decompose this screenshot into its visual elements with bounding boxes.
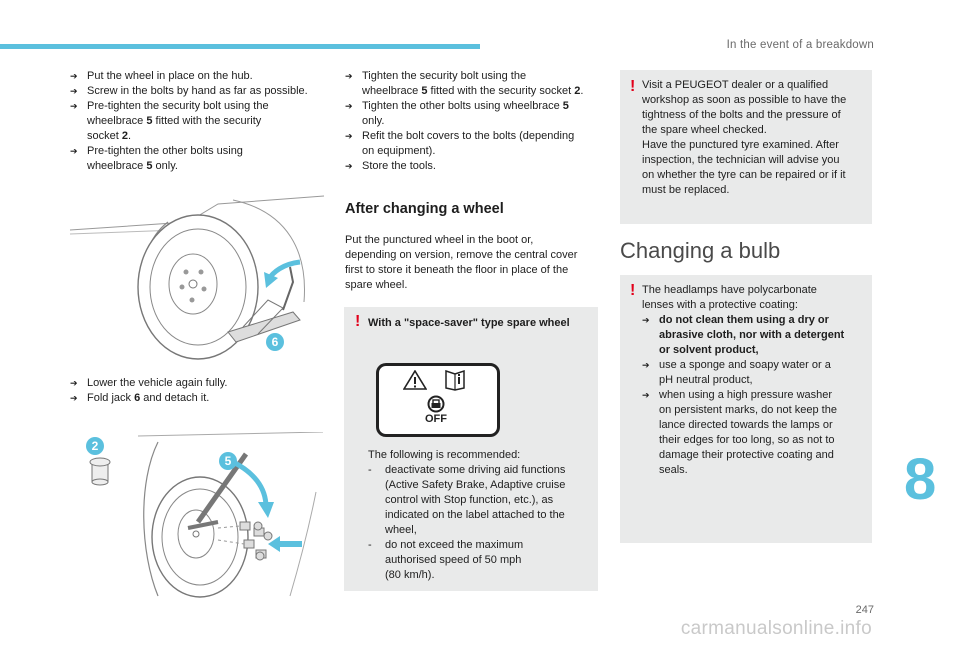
header-accent-bar	[0, 44, 480, 49]
dealer-warning-box	[620, 70, 872, 224]
manual-info-icon	[445, 369, 465, 391]
arrow-bullet-icon: ➔	[70, 86, 78, 96]
arrow-bullet-icon: ➔	[70, 101, 78, 111]
chapter-number: 8	[904, 447, 937, 512]
wheel-jack-illustration	[69, 195, 325, 360]
list-item: ➔Tighten the other bolts using wheelbrac…	[345, 100, 569, 127]
list-item: ➔Fold jack 6 and detach it.	[70, 392, 210, 404]
headlamp-warning-box	[620, 275, 872, 543]
exclamation-icon: !	[630, 78, 636, 95]
list-item: ➔Pre-tighten the security bolt using the…	[70, 100, 269, 142]
col1-steps-top: ➔Put the wheel in place on the hub. ➔Scr…	[70, 69, 330, 174]
arrow-bullet-icon: ➔	[70, 378, 78, 388]
arrow-bullet-icon: ➔	[345, 71, 353, 81]
section-title: In the event of a breakdown	[726, 39, 874, 51]
section-heading: After changing a wheel	[345, 201, 504, 217]
list-item: ➔Screw in the bolts by hand as far as po…	[70, 85, 308, 97]
list-item: ➔Refit the bolt covers to the bolts (dep…	[345, 130, 575, 157]
space-saver-warning-box	[344, 307, 598, 591]
headlamp-warning-text: The headlamps have polycarbonate lenses …	[642, 283, 870, 478]
arrow-bullet-icon: ➔	[345, 101, 353, 111]
list-item: ➔Store the tools.	[345, 160, 436, 172]
arrow-bullet-icon: ➔	[642, 360, 650, 370]
callout-2: 2	[86, 437, 104, 455]
exclamation-icon: !	[630, 282, 636, 299]
para-line: depending on version, remove the central…	[345, 249, 578, 261]
page-title: Changing a bulb	[620, 238, 781, 263]
list-item: ➔Lower the vehicle again fully.	[70, 377, 228, 389]
para-line: first to store it beneath the floor in p…	[345, 264, 569, 276]
wheelbrace-illustration	[89, 432, 324, 598]
off-label: OFF	[425, 413, 447, 425]
callout-6: 6	[266, 333, 284, 351]
list-item: ➔Put the wheel in place on the hub.	[70, 70, 253, 82]
para-line: Put the punctured wheel in the boot or,	[345, 234, 534, 246]
col2-after-heading: After changing a wheel	[345, 202, 605, 217]
callout-5: 5	[219, 452, 237, 470]
arrow-bullet-icon: ➔	[345, 131, 353, 141]
para-line: spare wheel.	[345, 279, 408, 291]
arrow-bullet-icon: ➔	[642, 315, 650, 325]
warning-recommendations: The following is recommended: -deactivat…	[368, 448, 596, 583]
driving-aid-icon	[427, 395, 445, 413]
list-item: -deactivate some driving aid functions(A…	[368, 464, 566, 536]
arrow-bullet-icon: ➔	[70, 146, 78, 156]
exclamation-icon: !	[355, 313, 361, 330]
warning-title: With a "space-saver" type spare wheel	[368, 317, 570, 329]
space-saver-label: OFF	[376, 363, 500, 437]
col2-para: Put the punctured wheel in the boot or, …	[345, 233, 605, 293]
warning-triangle-icon	[403, 370, 427, 390]
watermark: carmanualsonline.info	[680, 618, 872, 639]
col1-steps-bottom: ➔Lower the vehicle again fully. ➔Fold ja…	[70, 376, 330, 406]
arrow-bullet-icon: ➔	[70, 393, 78, 403]
arrow-bullet-icon: ➔	[345, 161, 353, 171]
page-number: 247	[855, 604, 874, 616]
arrow-bullet-icon: ➔	[70, 71, 78, 81]
arrow-bullet-icon: ➔	[642, 390, 650, 400]
